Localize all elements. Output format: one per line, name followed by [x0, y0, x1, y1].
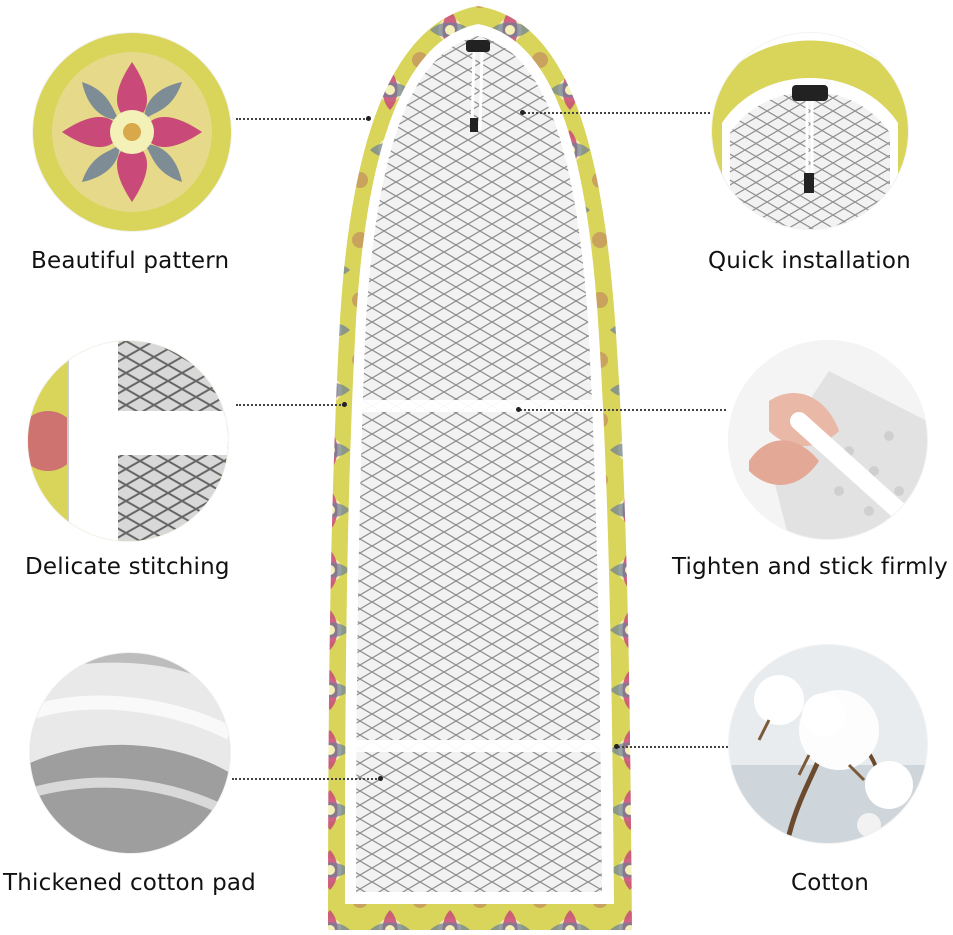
pattern-leader-dot	[366, 116, 371, 121]
installation-caption: Quick installation	[708, 248, 911, 274]
tighten-leader-line	[520, 409, 726, 411]
pattern-caption: Beautiful pattern	[31, 248, 230, 274]
cotton-leader-dot	[614, 744, 619, 749]
installation-closeup-image	[712, 33, 908, 229]
installation-leader-line	[524, 112, 710, 114]
cotton-pad-closeup-image	[30, 653, 230, 853]
cotton-pad-caption: Thickened cotton pad	[3, 870, 256, 896]
cotton-pad-leader-dot	[378, 776, 383, 781]
cotton-caption: Cotton	[791, 870, 870, 896]
installation-leader-dot	[520, 110, 525, 115]
stitching-closeup-image	[28, 341, 228, 541]
pattern-leader-line	[236, 118, 368, 120]
cotton-pad-leader-line	[232, 778, 380, 780]
tighten-closeup-image	[729, 341, 927, 539]
cotton-boll-image	[729, 645, 927, 843]
tighten-caption: Tighten and stick firmly	[672, 554, 948, 580]
tighten-leader-dot	[516, 407, 521, 412]
pattern-closeup-image	[33, 33, 231, 231]
cotton-leader-line	[618, 746, 728, 748]
stitching-leader-dot	[342, 402, 347, 407]
stitching-caption: Delicate stitching	[25, 554, 230, 580]
stitching-leader-line	[236, 404, 344, 406]
